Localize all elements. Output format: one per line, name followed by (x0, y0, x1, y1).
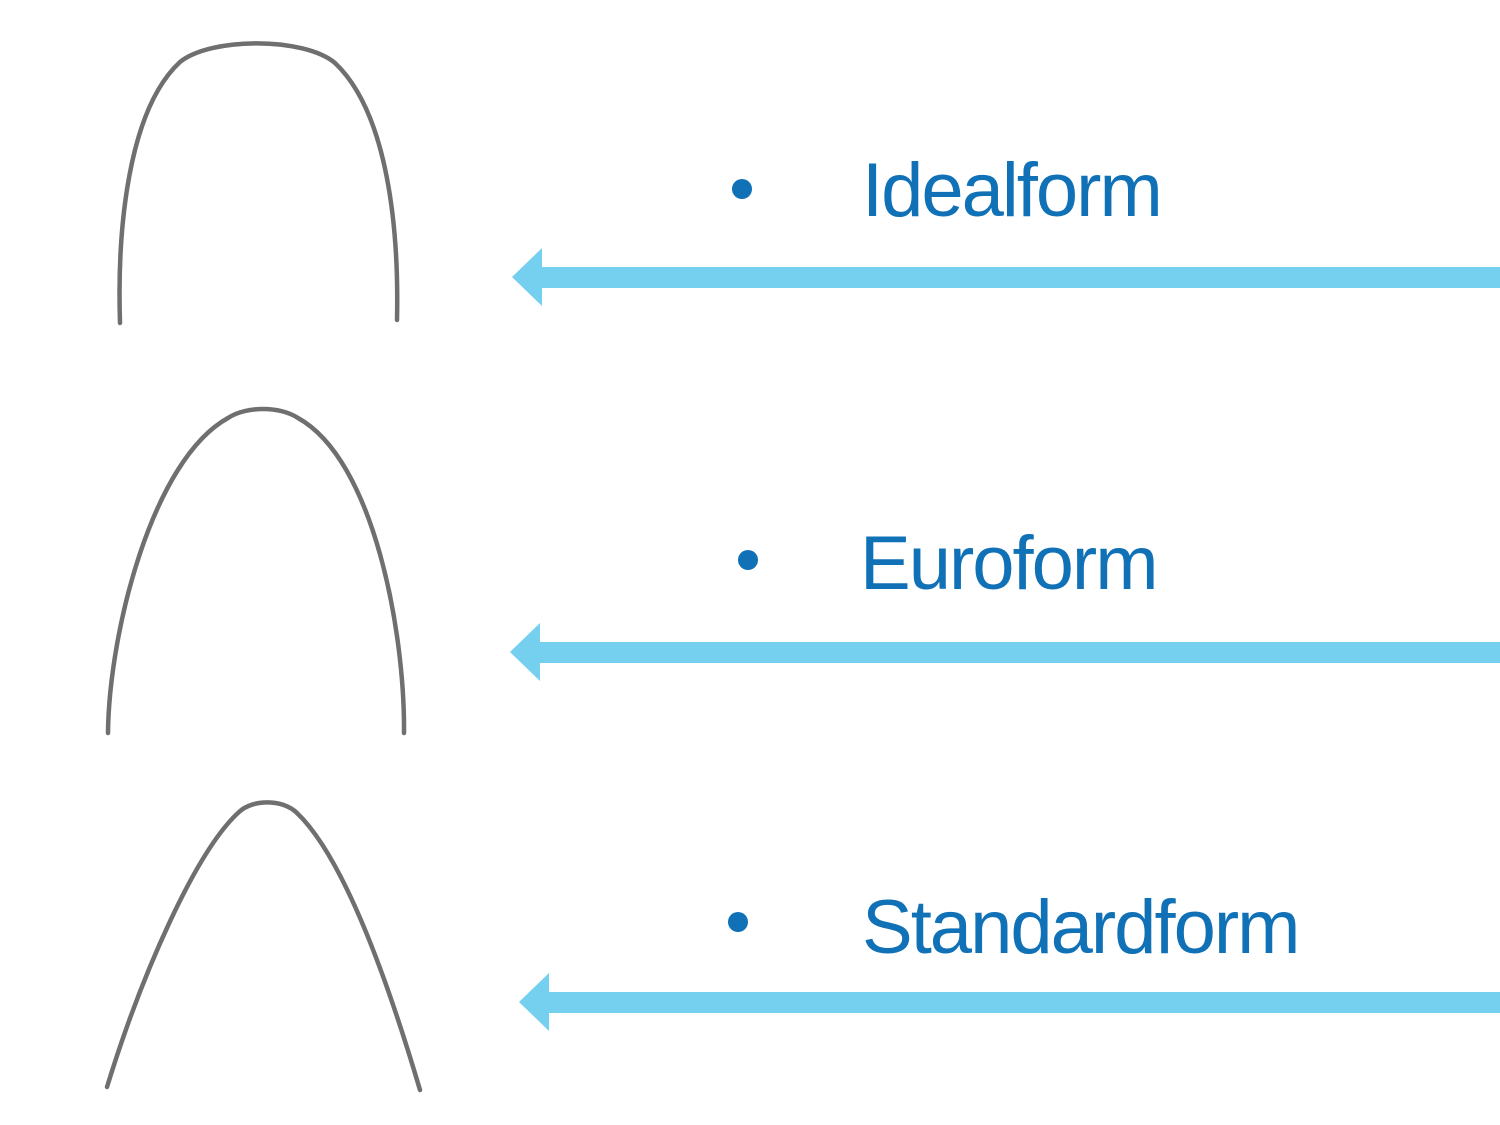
left-arrow (510, 623, 1500, 681)
bullet-icon (732, 179, 752, 199)
left-arrow (519, 973, 1500, 1031)
arrowhead-left-icon (510, 623, 540, 681)
left-arrow (512, 248, 1500, 306)
archform-label-standardform: Standardform (862, 885, 1300, 970)
archform-label-idealform: Idealform (862, 148, 1163, 233)
bullet-icon (738, 550, 758, 570)
arrowhead-left-icon (519, 973, 549, 1031)
arrow-shaft (547, 992, 1500, 1013)
bullet-icon (728, 912, 748, 932)
arrow-shaft (538, 642, 1500, 663)
idealform-archwire-image (117, 41, 400, 326)
arrow-shaft (540, 267, 1500, 288)
euroform-archwire-image (105, 406, 407, 736)
archform-label-euroform: Euroform (860, 521, 1159, 606)
arrowhead-left-icon (512, 248, 542, 306)
standardform-archwire-image (104, 800, 423, 1093)
